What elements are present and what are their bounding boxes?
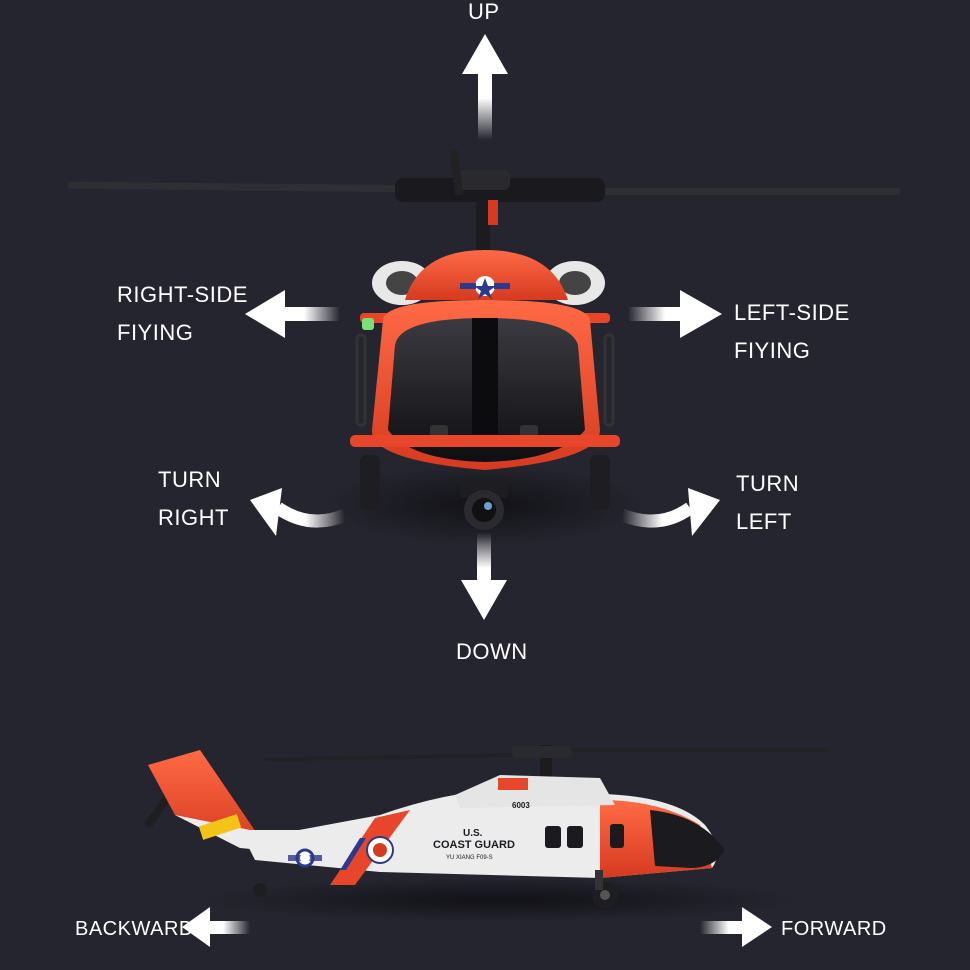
livery-line2: COAST GUARD (433, 839, 515, 851)
label-backward: BACKWARD (75, 910, 194, 948)
label-right-side-line1: RIGHT-SIDE (117, 282, 248, 307)
label-forward-text: FORWARD (781, 918, 887, 940)
label-turn-right: TURN RIGHT (158, 461, 229, 537)
label-down: DOWN (456, 633, 528, 671)
label-left-side: LEFT-SIDE FIYING (734, 294, 850, 370)
label-right-side: RIGHT-SIDE FIYING (117, 276, 248, 352)
label-turn-right-line1: TURN (158, 467, 222, 492)
up-arrow-icon (462, 34, 508, 140)
forward-arrow-icon (700, 907, 772, 947)
livery-model: YU XIANG F09-S (446, 855, 493, 861)
livery-line1: U.S. (463, 828, 483, 839)
label-up: UP (468, 0, 500, 31)
label-turn-right-line2: RIGHT (158, 505, 229, 530)
label-left-side-line1: LEFT-SIDE (734, 300, 850, 325)
label-left-side-line2: FIYING (734, 338, 811, 363)
label-turn-left-line2: LEFT (736, 509, 792, 534)
label-up-text: UP (468, 0, 500, 24)
label-down-text: DOWN (456, 639, 528, 664)
label-right-side-line2: FIYING (117, 320, 194, 345)
helicopter-front-view (68, 149, 900, 545)
helicopter-side-view (144, 745, 828, 922)
backward-arrow-icon (182, 907, 250, 947)
down-arrow-icon (461, 532, 507, 620)
label-backward-text: BACKWARD (75, 918, 194, 940)
livery-tail-number: 6003 (512, 801, 530, 810)
left-side-arrow-icon (628, 290, 722, 338)
label-turn-left-line1: TURN (736, 471, 800, 496)
right-side-arrow-icon (245, 290, 340, 338)
label-turn-left: TURN LEFT (736, 465, 799, 541)
label-forward: FORWARD (781, 910, 887, 948)
